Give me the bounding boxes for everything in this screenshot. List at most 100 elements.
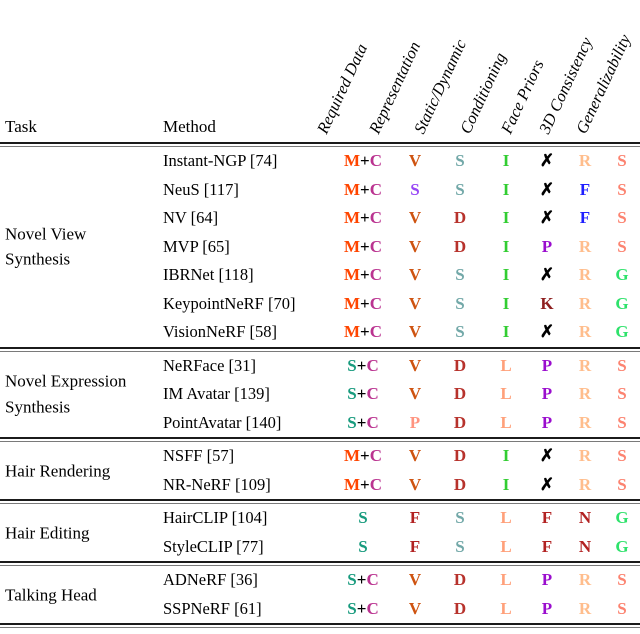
- code-letter: +: [356, 570, 367, 590]
- code-letter: R: [578, 598, 592, 618]
- code-letter: R: [578, 151, 592, 171]
- code-letter: C: [369, 179, 382, 199]
- method-name: MVP [65]: [163, 236, 230, 256]
- cell-face-priors: ✗: [528, 446, 566, 466]
- code-letter: R: [578, 322, 592, 342]
- code-letter: D: [453, 570, 467, 590]
- code-letter: I: [502, 446, 510, 466]
- cell-required-data: M+C: [332, 180, 394, 200]
- cell-representation: V: [394, 265, 436, 285]
- cell-generalizability: G: [604, 294, 640, 314]
- code-letter: M: [343, 208, 361, 228]
- method-name: VisionNeRF [58]: [163, 322, 278, 342]
- code-letter: +: [360, 322, 370, 342]
- code-letter: M: [343, 151, 361, 171]
- code-letter: +: [356, 598, 367, 618]
- cell-face-priors: F: [528, 537, 566, 557]
- cell-generalizability: S: [604, 151, 640, 171]
- method-name: ADNeRF [36]: [163, 570, 258, 590]
- code-letter: S: [347, 355, 357, 375]
- cell-required-data: M+C: [332, 237, 394, 257]
- code-letter: S: [347, 598, 357, 618]
- cell-static-dynamic: D: [436, 356, 484, 376]
- code-letter: F: [409, 508, 421, 528]
- cell-representation: V: [394, 446, 436, 466]
- task-label-line: Hair Editing: [5, 522, 90, 542]
- code-letter: D: [453, 208, 467, 228]
- cell-representation: V: [394, 599, 436, 619]
- method-name: IM Avatar [139]: [163, 384, 270, 404]
- code-letter: P: [541, 384, 553, 404]
- cell-generalizability: S: [604, 413, 640, 433]
- code-letter: R: [578, 474, 592, 494]
- cell-required-data: S+C: [332, 413, 394, 433]
- method-name: NV [64]: [163, 208, 219, 228]
- cell-conditioning: I: [484, 322, 528, 342]
- code-letter: P: [541, 236, 553, 256]
- code-letter: D: [453, 446, 467, 466]
- cell-representation: V: [394, 570, 436, 590]
- code-letter: F: [579, 208, 591, 228]
- cell-required-data: S+C: [332, 570, 394, 590]
- code-letter: C: [366, 598, 379, 618]
- cell-static-dynamic: S: [436, 180, 484, 200]
- cell-representation: V: [394, 237, 436, 257]
- cell-conditioning: I: [484, 294, 528, 314]
- code-letter: R: [578, 236, 592, 256]
- cross-mark-icon: ✗: [539, 179, 555, 199]
- code-letter: C: [366, 412, 379, 432]
- code-letter: M: [343, 446, 361, 466]
- task-label-line: Synthesis: [5, 397, 71, 417]
- cell-conditioning: L: [484, 537, 528, 557]
- cell-required-data: M+C: [332, 322, 394, 342]
- code-letter: V: [408, 598, 422, 618]
- code-letter: I: [502, 474, 510, 494]
- task-label: Talking Head: [5, 582, 157, 608]
- method-name: SSPNeRF [61]: [163, 598, 262, 618]
- code-letter: R: [578, 293, 592, 313]
- code-letter: N: [578, 536, 592, 556]
- code-letter: +: [356, 412, 367, 432]
- cell-static-dynamic: S: [436, 294, 484, 314]
- code-letter: P: [541, 598, 553, 618]
- code-letter: K: [540, 293, 554, 313]
- code-letter: P: [541, 355, 553, 375]
- cell-static-dynamic: D: [436, 413, 484, 433]
- task-column-header: Task: [5, 117, 37, 136]
- code-letter: L: [500, 536, 512, 556]
- code-letter: S: [617, 208, 627, 228]
- code-letter: S: [617, 384, 627, 404]
- cell-3d-consistency: R: [566, 599, 604, 619]
- method-name: NSFF [57]: [163, 446, 235, 466]
- cell-conditioning: L: [484, 384, 528, 404]
- cell-generalizability: S: [604, 237, 640, 257]
- cell-static-dynamic: D: [436, 384, 484, 404]
- cell-representation: V: [394, 294, 436, 314]
- code-letter: S: [617, 412, 627, 432]
- code-letter: I: [502, 293, 510, 313]
- cell-conditioning: I: [484, 475, 528, 495]
- code-letter: C: [369, 474, 382, 494]
- cell-static-dynamic: S: [436, 151, 484, 171]
- code-letter: R: [578, 384, 592, 404]
- cell-3d-consistency: R: [566, 413, 604, 433]
- code-letter: D: [453, 412, 467, 432]
- cell-3d-consistency: N: [566, 537, 604, 557]
- cell-face-priors: ✗: [528, 322, 566, 342]
- code-letter: S: [347, 384, 357, 404]
- code-letter: S: [617, 570, 627, 590]
- code-letter: +: [360, 265, 370, 285]
- cell-conditioning: I: [484, 180, 528, 200]
- code-letter: L: [500, 412, 512, 432]
- cell-face-priors: ✗: [528, 180, 566, 200]
- cell-conditioning: I: [484, 446, 528, 466]
